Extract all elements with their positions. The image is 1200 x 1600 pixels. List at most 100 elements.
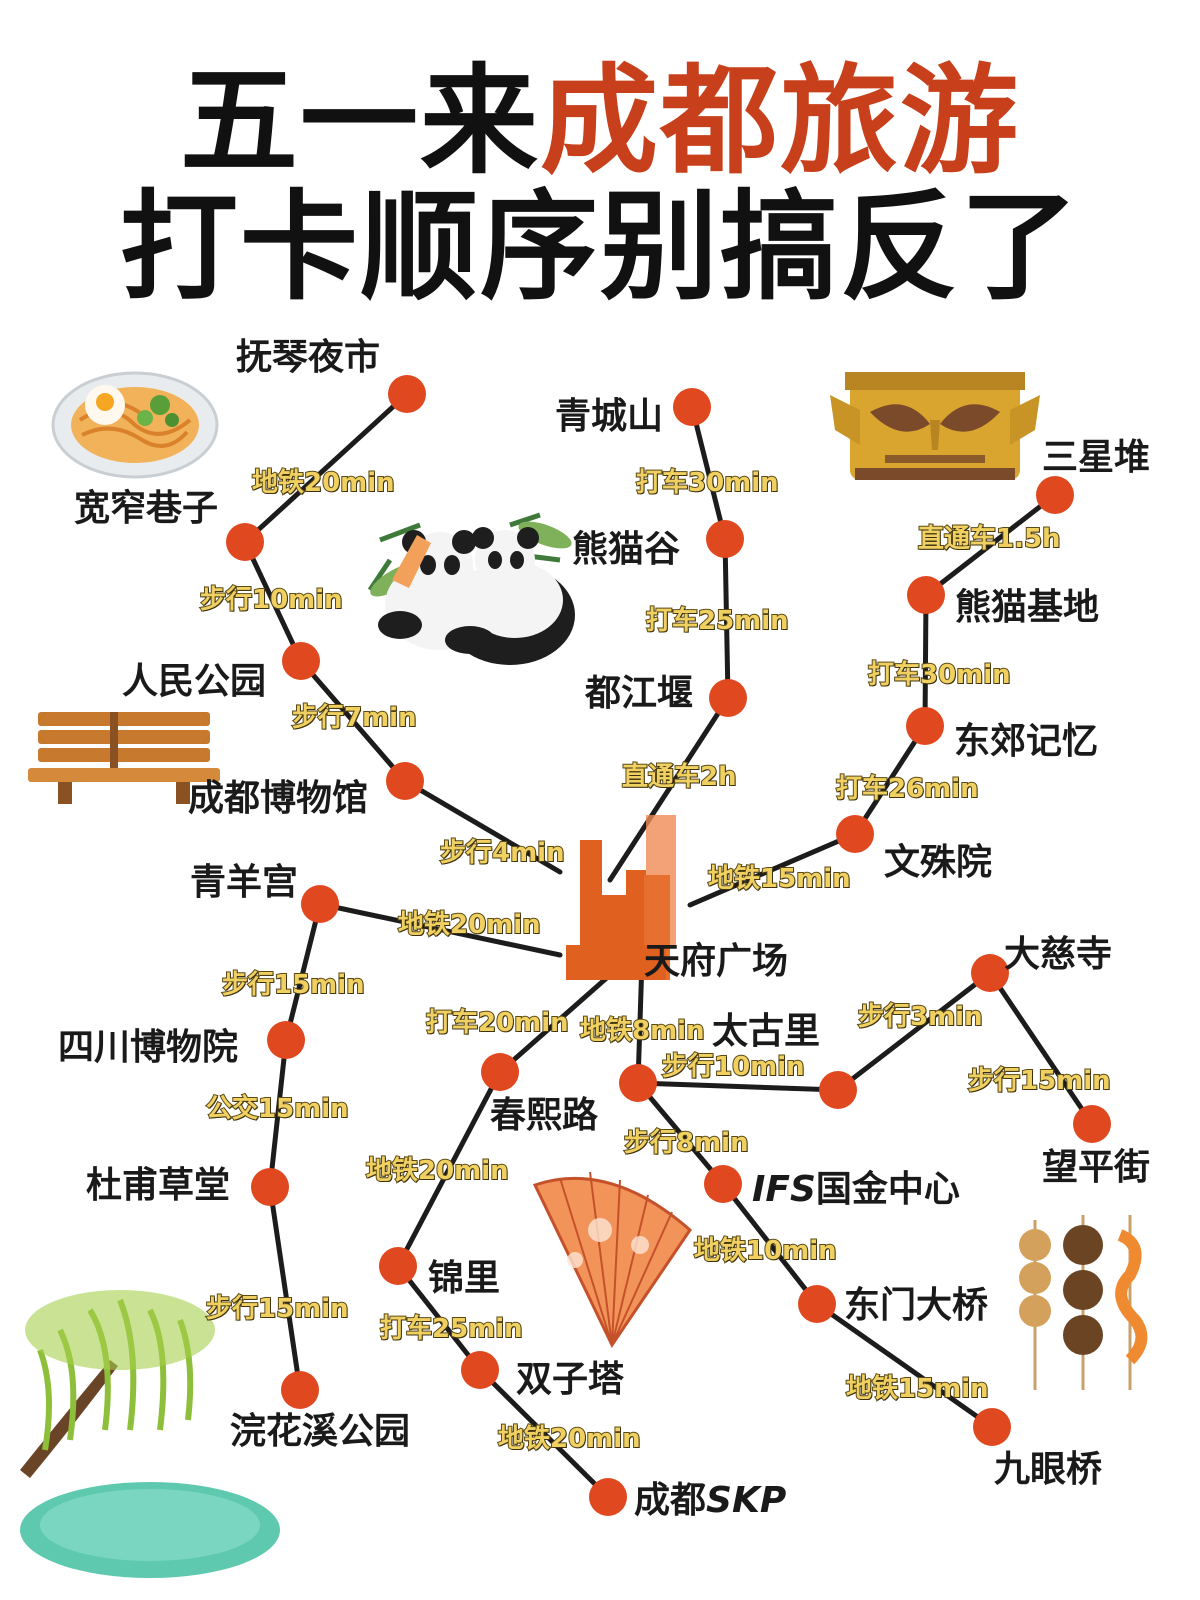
time-qingyang-scm: 步行15min <box>221 970 366 1000</box>
place-dongjiao: 东郊记忆 <box>954 721 1099 762</box>
route-dujiangyan <box>607 404 731 883</box>
time-wenshu-tianfu: 地铁15min <box>707 864 852 894</box>
node-chengdu-museum[interactable] <box>386 762 424 800</box>
time-tianfu-taikoo: 地铁8min <box>579 1016 706 1046</box>
place-ifs: IFS国金中心 <box>752 1172 960 1208</box>
time-ifs-dongmen: 地铁10min <box>693 1236 838 1266</box>
time-dujiangyan-tianfu: 直通车2h <box>621 762 738 792</box>
node-dujiangyan[interactable] <box>709 679 747 717</box>
place-panda-base: 熊猫基地 <box>955 587 1100 628</box>
place-skp-city: 成都 <box>634 1480 707 1521</box>
place-sichuan-museum: 四川博物院 <box>58 1027 239 1068</box>
time-shuangzi-skp: 地铁20min <box>497 1424 642 1454</box>
time-daci-step: 步行3min <box>857 1002 984 1032</box>
node-wangping[interactable] <box>1073 1105 1111 1143</box>
time-tianfu-chunxi: 打车20min <box>425 1008 570 1038</box>
node-jinli[interactable] <box>379 1247 417 1285</box>
place-sanxingdui: 三星堆 <box>1042 437 1151 478</box>
node-sichuan-museum[interactable] <box>267 1021 305 1059</box>
sanxingdui-mask-icon <box>830 372 1040 480</box>
place-xiongmaogu: 熊猫谷 <box>572 529 681 570</box>
time-daci-wangping: 步行15min <box>967 1066 1112 1096</box>
place-huanhuaxi: 浣花溪公园 <box>230 1411 411 1452</box>
time-scm-dufu: 公交15min <box>205 1094 350 1124</box>
place-ifs-brand: IFS <box>752 1169 816 1210</box>
time-museum-tianfu: 步行4min <box>439 838 566 868</box>
title-line-1: 五一来成都旅游 <box>0 62 1200 180</box>
park-bench-icon <box>28 712 220 804</box>
panda-icon <box>367 512 575 665</box>
station-nodes <box>226 375 1111 1516</box>
place-tianfu: 天府广场 <box>644 941 789 982</box>
time-taikoo-east: 步行10min <box>661 1052 806 1082</box>
node-dongjiao[interactable] <box>906 707 944 745</box>
time-chunxi-jinli: 地铁20min <box>365 1156 510 1186</box>
node-taikoo-east[interactable] <box>819 1071 857 1109</box>
node-sanxingdui[interactable] <box>1036 476 1074 514</box>
time-kuanzhai-renmin: 步行10min <box>199 585 344 615</box>
title-part-1: 五一来 <box>179 52 540 190</box>
node-wenshu[interactable] <box>836 815 874 853</box>
place-skp: 成都SKP <box>634 1483 786 1519</box>
place-taikoo: 太古里 <box>712 1011 821 1052</box>
place-jinli: 锦里 <box>428 1258 501 1299</box>
node-taikoo[interactable] <box>619 1064 657 1102</box>
node-huanhuaxi[interactable] <box>281 1371 319 1409</box>
node-kuanzhai[interactable] <box>226 523 264 561</box>
place-chengdu-museum: 成都博物馆 <box>188 778 369 819</box>
place-dujiangyan: 都江堰 <box>585 673 694 714</box>
title-line-2: 打卡顺序别搞反了 <box>119 178 1080 316</box>
node-shuangzi[interactable] <box>461 1351 499 1389</box>
node-fuqin[interactable] <box>388 375 426 413</box>
place-kuanzhai: 宽窄巷子 <box>74 488 219 529</box>
route-qingyang <box>317 901 563 958</box>
noodle-plate-icon <box>51 371 219 479</box>
place-daci: 大慈寺 <box>1004 934 1113 975</box>
time-dongjiao-wenshu: 打车26min <box>835 774 980 804</box>
route-jiuyan <box>635 1080 995 1430</box>
place-jiuyan: 九眼桥 <box>994 1449 1103 1490</box>
node-dufu[interactable] <box>251 1168 289 1206</box>
place-shuangzi: 双子塔 <box>516 1359 625 1400</box>
time-base-dongjiao: 打车30min <box>867 660 1012 690</box>
folding-fan-icon <box>532 1171 692 1348</box>
route-dufu <box>267 901 323 1393</box>
node-chunxi[interactable] <box>481 1053 519 1091</box>
time-renmin-museum: 步行7min <box>291 703 418 733</box>
place-dongmen: 东门大桥 <box>844 1285 989 1326</box>
node-skp[interactable] <box>589 1478 627 1516</box>
route-lines <box>241 391 1095 1500</box>
place-qingyang: 青羊宫 <box>190 862 299 903</box>
title-part-2: 成都旅游 <box>540 52 1021 190</box>
time-dufu-huanhuaxi: 步行15min <box>205 1294 350 1324</box>
node-daci[interactable] <box>971 954 1009 992</box>
place-renmin: 人民公园 <box>122 661 267 702</box>
node-jiuyan[interactable] <box>973 1408 1011 1446</box>
node-panda-base[interactable] <box>907 576 945 614</box>
route-daci <box>635 969 1095 1127</box>
tianfu-skyline-icon <box>566 815 676 980</box>
node-dongmen[interactable] <box>798 1285 836 1323</box>
node-ifs[interactable] <box>704 1165 742 1203</box>
place-fuqin: 抚琴夜市 <box>236 337 381 378</box>
time-xiongmaogu-dujiangyan: 打车25min <box>645 606 790 636</box>
place-qingcheng: 青城山 <box>555 396 664 437</box>
node-qingyang[interactable] <box>301 885 339 923</box>
place-ifs-name: 国金中心 <box>815 1169 960 1210</box>
skewers-icon <box>1019 1215 1148 1390</box>
time-qingcheng-xiongmaogu: 打车30min <box>635 468 780 498</box>
route-taikoo <box>635 957 645 1086</box>
place-chunxi: 春熙路 <box>490 1095 599 1136</box>
node-renmin[interactable] <box>282 642 320 680</box>
node-qingcheng[interactable] <box>673 388 711 426</box>
willow-pond-icon <box>20 1290 280 1578</box>
place-skp-brand: SKP <box>706 1480 787 1521</box>
time-qingyang-tianfu: 地铁20min <box>397 910 542 940</box>
node-xiongmaogu[interactable] <box>706 520 744 558</box>
time-sanxingdui-base: 直通车1.5h <box>917 524 1062 554</box>
time-taikoo-ifs: 步行8min <box>623 1128 750 1158</box>
time-jinli-shuangzi: 打车25min <box>379 1314 524 1344</box>
time-dongmen-jiuyan: 地铁15min <box>845 1374 990 1404</box>
